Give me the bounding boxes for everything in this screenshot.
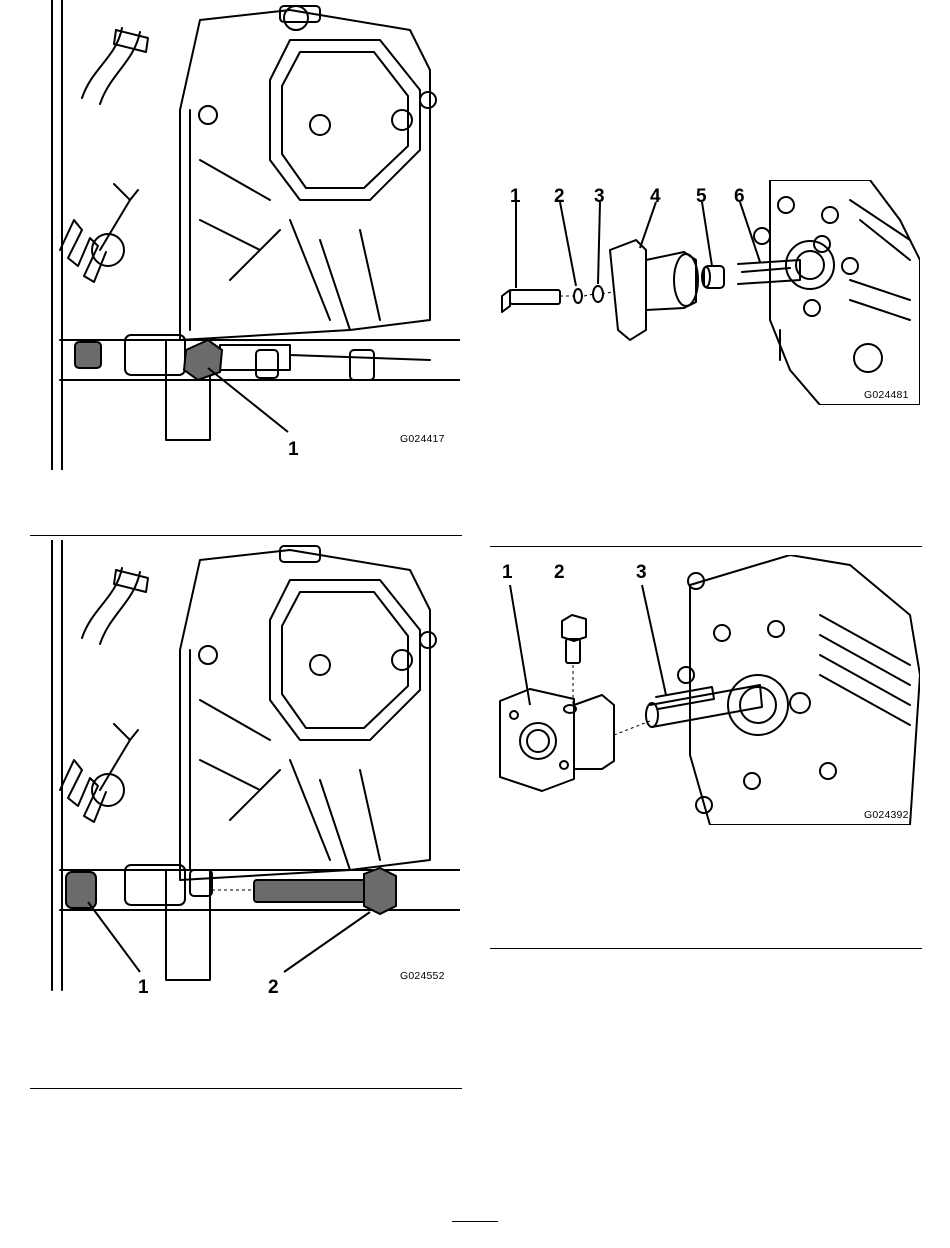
callout-1: 1 [138, 978, 149, 997]
callout-4: 4 [650, 187, 661, 206]
callout-3: 3 [594, 187, 605, 206]
gearbox-bolt-illustration [30, 540, 460, 1000]
divider [490, 948, 922, 949]
callout-1: 1 [502, 563, 513, 582]
figure-id: G024552 [400, 970, 445, 982]
divider [490, 546, 922, 547]
callout-2: 2 [268, 978, 279, 997]
callout-1: 1 [288, 440, 299, 459]
figure-g024417: 1 G024417 [30, 0, 460, 470]
page-number-rule [452, 1221, 498, 1222]
gearbox-illustration [30, 0, 460, 470]
figure-g024481: 1 2 3 4 5 6 G024481 [490, 180, 920, 405]
callout-2: 2 [554, 187, 565, 206]
figure-id: G024392 [864, 809, 909, 821]
flange-shaft-illustration [490, 555, 920, 825]
callout-5: 5 [696, 187, 707, 206]
figure-id: G024417 [400, 433, 445, 445]
figure-g024552: 1 2 G024552 [30, 540, 460, 1000]
callout-3: 3 [636, 563, 647, 582]
divider [30, 535, 462, 536]
figure-id: G024481 [864, 389, 909, 401]
callout-1: 1 [510, 187, 521, 206]
divider [30, 1088, 462, 1089]
figure-g024392: 1 2 3 G024392 [490, 555, 920, 825]
callout-2: 2 [554, 563, 565, 582]
callout-6: 6 [734, 187, 745, 206]
exploded-shaft-illustration [490, 180, 920, 405]
